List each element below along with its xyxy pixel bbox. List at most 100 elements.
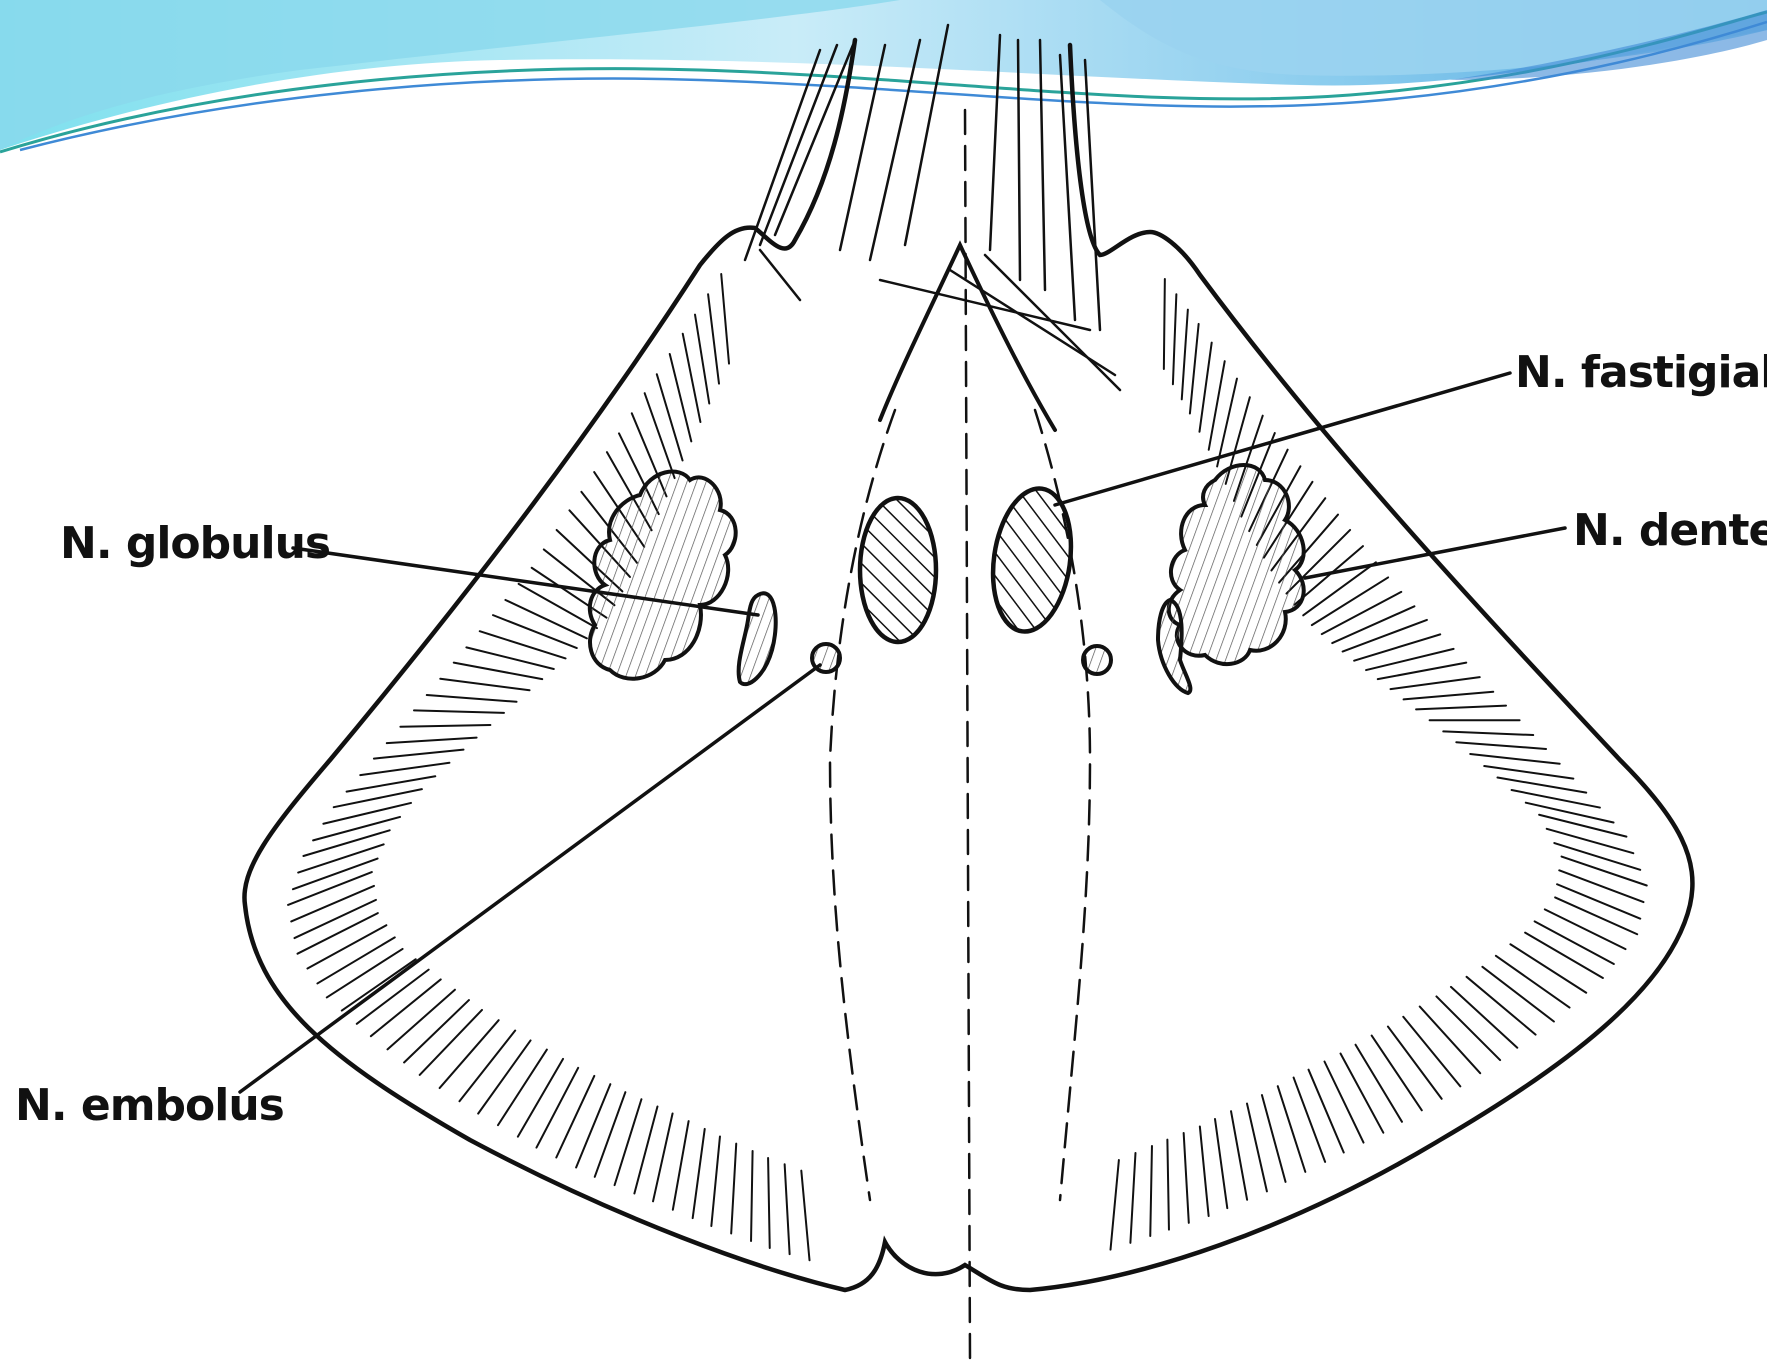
folium-stripe <box>634 1106 657 1193</box>
folium-stripe <box>556 1076 594 1158</box>
folium-stripe <box>1200 1126 1209 1216</box>
folium-stripe <box>1451 987 1517 1048</box>
vermis-dashed-lines <box>830 110 1090 1360</box>
folium-stripe <box>454 663 542 680</box>
folium-stripe <box>440 679 529 691</box>
folium-stripe <box>400 725 490 727</box>
folium-stripe <box>1130 1153 1135 1243</box>
folium-stripe <box>695 315 709 404</box>
folium-stripe <box>1403 1017 1460 1087</box>
folium-stripe <box>303 830 389 856</box>
folium-stripe <box>1547 829 1634 853</box>
folium-stripe <box>518 1059 563 1137</box>
folium-stripe <box>1436 996 1500 1060</box>
folium-stripe <box>1545 909 1626 949</box>
folium-stripe <box>1456 742 1546 749</box>
folium-stripe <box>1262 1095 1286 1182</box>
folium-stripe <box>1354 634 1440 660</box>
folium-stripe <box>360 763 449 775</box>
folium-stripe <box>653 1113 673 1201</box>
label-dentele: N. dentelé <box>1573 505 1767 556</box>
folium-stripe <box>708 294 719 383</box>
folium-stripe <box>1467 977 1536 1035</box>
folium-stripe <box>1322 592 1401 634</box>
label-fastigial: N. fastigial <box>1515 347 1767 398</box>
folium-stripe <box>1482 967 1553 1022</box>
label-globulus: N. globulus <box>60 518 330 569</box>
fastigial-nucleus-left <box>860 498 936 642</box>
folium-stripe <box>1332 606 1414 643</box>
folium-stripe <box>768 1158 770 1248</box>
fastigial-nucleus-right <box>984 483 1079 636</box>
folium-stripe <box>1443 731 1533 735</box>
folium-stripe <box>342 959 416 1010</box>
folium-stripe <box>505 600 586 638</box>
folium-stripe <box>493 615 577 648</box>
folium-stripe <box>801 1171 809 1261</box>
folium-stripe <box>1420 1007 1480 1074</box>
folium-stripe <box>1539 815 1626 837</box>
label-embolus: N. embolus <box>15 1080 284 1131</box>
folium-stripe <box>1525 933 1603 978</box>
vermis-notch <box>880 245 1055 430</box>
folium-stripe <box>387 990 454 1050</box>
emboliform-nucleus-right <box>1083 646 1111 674</box>
folium-stripe <box>711 1136 720 1226</box>
folium-stripe <box>751 1151 753 1241</box>
folium-stripe <box>1215 1119 1227 1208</box>
folium-stripe <box>1554 843 1640 870</box>
folium-stripe <box>785 1164 790 1254</box>
dentate-nucleus-left <box>590 472 736 679</box>
folium-stripe <box>1209 361 1225 450</box>
folium-stripe <box>1372 1036 1422 1111</box>
folium-stripe <box>1173 294 1176 384</box>
folium-stripe <box>1190 324 1199 414</box>
folium-stripe <box>420 1010 482 1075</box>
folium-stripe <box>297 913 377 954</box>
folium-stripe <box>294 900 376 938</box>
folium-stripe <box>1470 754 1559 764</box>
folium-stripe <box>404 1000 469 1062</box>
leader-line-embolus <box>240 665 820 1092</box>
folium-stripe <box>374 750 464 759</box>
globose-nucleus-left <box>739 593 776 684</box>
folium-stripe <box>313 817 400 840</box>
folium-stripe <box>1150 1146 1152 1236</box>
folium-stripe <box>1510 944 1586 993</box>
folium-stripe <box>731 1144 736 1234</box>
header-wave-decoration <box>0 0 1767 152</box>
folium-stripe <box>1557 884 1640 918</box>
folium-stripe <box>693 1129 705 1218</box>
folium-stripe <box>1526 803 1614 823</box>
leader-line-fastigial <box>1055 373 1510 505</box>
folium-stripe <box>1496 956 1570 1008</box>
folium-stripe <box>478 1040 530 1113</box>
folium-stripe <box>1167 1140 1169 1230</box>
folium-stripe <box>576 1084 610 1167</box>
folium-stripe <box>498 1050 547 1126</box>
folium-stripe <box>536 1068 578 1148</box>
folium-stripe <box>1535 921 1614 964</box>
folium-stripe <box>683 334 701 422</box>
folium-stripe <box>288 872 372 905</box>
folium-stripe <box>387 738 477 744</box>
folium-stripe <box>414 710 504 712</box>
folium-stripe <box>440 1020 499 1088</box>
folium-stripe <box>1164 279 1165 369</box>
folium-stripe <box>1391 677 1480 689</box>
folium-stripe <box>1343 620 1427 652</box>
folium-stripe <box>673 1121 689 1210</box>
folium-stripe <box>1562 857 1647 886</box>
folium-stripe <box>1404 692 1494 700</box>
folium-stripe <box>298 844 383 872</box>
folium-stripe <box>427 695 517 702</box>
folium-stripe <box>1184 1133 1189 1223</box>
folium-stripe <box>1247 1104 1267 1192</box>
folium-stripe <box>1356 1045 1402 1122</box>
folium-stripe <box>1341 1054 1384 1133</box>
folium-stripe <box>1416 706 1506 710</box>
folium-stripe <box>1559 870 1643 902</box>
folium-stripe <box>1388 1027 1442 1099</box>
